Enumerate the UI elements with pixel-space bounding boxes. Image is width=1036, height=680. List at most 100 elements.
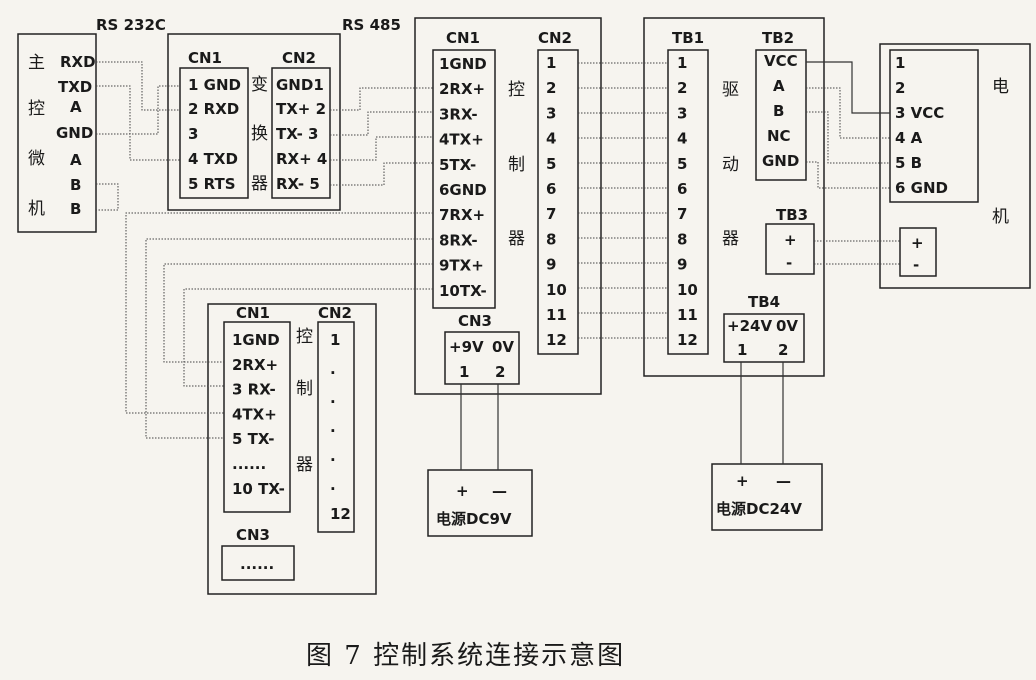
motor-pin: 1 xyxy=(895,54,905,72)
controller-main-cn1-connector xyxy=(432,49,496,309)
motor-connector xyxy=(889,49,979,203)
motor-power-connector xyxy=(899,227,937,277)
controller-main-cn1-pin: 2RX+ xyxy=(439,80,485,98)
wire-ext-4 xyxy=(183,288,433,387)
driver-tb4-title: TB4 xyxy=(748,293,780,311)
converter-cn2-pin: RX+ 4 xyxy=(276,150,327,168)
driver-tb2-pin: NC xyxy=(767,127,791,145)
converter-cn2-pin: RX- 5 xyxy=(276,175,320,193)
converter-block: CN1 CN2 1 GND 2 RXD 3 4 TXD 5 RTS 变 换 器 … xyxy=(167,33,341,211)
controller-main-cn2-pin: 10 xyxy=(546,281,567,299)
master-mcu-char: 主 xyxy=(28,53,45,73)
driver-tb1-pin: 5 xyxy=(677,155,687,173)
controller-main-cn2-pin: 12 xyxy=(546,331,567,349)
controller-main-cn3-label: 0V xyxy=(492,338,514,356)
driver-tb1-pin: 3 xyxy=(677,104,687,122)
controller-main-block: CN1 CN2 控 制 器 CN3 +9V 0V 1 2 xyxy=(414,17,602,395)
converter-cn2-pin: TX+ 2 xyxy=(276,100,326,118)
driver-tb1-pin: 4 xyxy=(677,130,687,148)
wire-485-1 xyxy=(330,87,433,111)
driver-tb1-pin: 2 xyxy=(677,79,687,97)
driver-tb4-label: +24V xyxy=(727,317,772,335)
controller-main-cn2-connector xyxy=(537,49,579,355)
driver-tb2-pin: B xyxy=(773,102,784,120)
converter-cn1-pin: 2 RXD xyxy=(188,100,239,118)
motor-char: 机 xyxy=(992,207,1009,227)
controller-main-cn1-pin: 10TX- xyxy=(439,282,487,300)
wire-txd xyxy=(96,85,180,161)
driver-tb1-pin: 1 xyxy=(677,54,687,72)
psu-9v-block: + — 电源DC9V xyxy=(427,469,533,537)
controller-secondary-cn2-pin: 1 xyxy=(330,331,340,349)
motor-power-pin: + xyxy=(911,234,924,252)
controller-main-cn1-pin: 8RX- xyxy=(439,231,478,249)
controller-secondary-cn1-pin: 3 RX- xyxy=(232,381,276,399)
converter-cn2-pin: GND1 xyxy=(276,76,324,94)
master-mcu-box xyxy=(17,33,97,233)
driver-tb3-title: TB3 xyxy=(776,206,808,224)
converter-cn2-connector xyxy=(271,67,331,199)
wire-ext-2 xyxy=(145,238,433,439)
psu-24v-pin: + xyxy=(736,472,749,490)
master-mcu-pin: A xyxy=(70,98,82,116)
controller-main-cn1-pin: 6GND xyxy=(439,181,487,199)
controller-secondary-cn1-pin: 10 TX- xyxy=(232,480,285,498)
driver-tb1-pin: 11 xyxy=(677,306,698,324)
controller-secondary-cn1-pin: ...... xyxy=(232,455,266,473)
controller-secondary-char: 器 xyxy=(296,455,313,475)
psu-24v-pin: — xyxy=(776,472,791,490)
motor-pin: 3 VCC xyxy=(895,104,944,122)
master-mcu-char: 机 xyxy=(28,199,45,219)
driver-tb2-connector xyxy=(755,49,807,181)
master-mcu-pin: B xyxy=(70,176,81,194)
psu-24v-block: + — 电源DC24V xyxy=(711,463,823,531)
controller-main-cn3-label: +9V xyxy=(449,338,484,356)
controller-secondary-cn2-title: CN2 xyxy=(318,304,352,322)
converter-box xyxy=(167,33,341,211)
rs485-label: RS 485 xyxy=(342,16,401,34)
controller-secondary-cn1-title: CN1 xyxy=(236,304,270,322)
controller-main-cn2-pin: 5 xyxy=(546,155,556,173)
psu-24v-label: 电源DC24V xyxy=(716,500,802,518)
controller-secondary-cn2-pin: . xyxy=(330,360,336,378)
wire-485-4 xyxy=(330,162,433,186)
driver-tb3-pin: - xyxy=(786,254,792,272)
converter-cn2-pin: TX- 3 xyxy=(276,125,318,143)
controller-main-cn3-title: CN3 xyxy=(458,312,492,330)
controller-main-cn3-pin: 1 xyxy=(459,363,469,381)
motor-pin: 4 A xyxy=(895,129,923,147)
motor-pin: 2 xyxy=(895,79,905,97)
controller-main-cn2-pin: 1 xyxy=(546,54,556,72)
wire-bus-a-b xyxy=(96,183,119,211)
wire-gnd-motor xyxy=(806,161,890,189)
psu-9v-pin: — xyxy=(492,482,507,500)
motor-power-pin: - xyxy=(913,256,919,274)
converter-cn1-pin: 4 TXD xyxy=(188,150,238,168)
converter-cn1-pin: 3 xyxy=(188,125,198,143)
driver-tb2-title: TB2 xyxy=(762,29,794,47)
driver-char: 驱 xyxy=(722,80,739,100)
controller-main-cn2-pin: 11 xyxy=(546,306,567,324)
master-mcu-pin: B xyxy=(70,200,81,218)
master-mcu-pin: TXD xyxy=(58,78,92,96)
controller-main-cn2-pin: 2 xyxy=(546,79,556,97)
figure-caption: 图 7 控制系统连接示意图 xyxy=(306,641,625,671)
controller-main-cn2-pin: 7 xyxy=(546,205,556,223)
controller-secondary-cn2-pin: 12 xyxy=(330,505,351,523)
driver-tb1-pin: 9 xyxy=(677,256,687,274)
controller-main-cn3-connector xyxy=(444,331,520,385)
psu-9v-label: 电源DC9V xyxy=(436,510,512,528)
controller-main-cn2-pin: 9 xyxy=(546,256,556,274)
wire-rxd xyxy=(96,61,180,111)
driver-tb3-connector xyxy=(765,223,815,275)
driver-tb4-connector xyxy=(723,313,805,363)
converter-cn1-pin: 5 RTS xyxy=(188,175,236,193)
controller-main-cn1-pin: 5TX- xyxy=(439,156,476,174)
driver-tb1-connector xyxy=(667,49,709,355)
driver-tb4-pin: 1 xyxy=(737,341,747,359)
driver-tb2-pin: VCC xyxy=(764,52,798,70)
driver-tb1-title: TB1 xyxy=(672,29,704,47)
master-mcu-pin: GND xyxy=(56,124,93,142)
master-mcu-pin: RXD xyxy=(60,53,96,71)
